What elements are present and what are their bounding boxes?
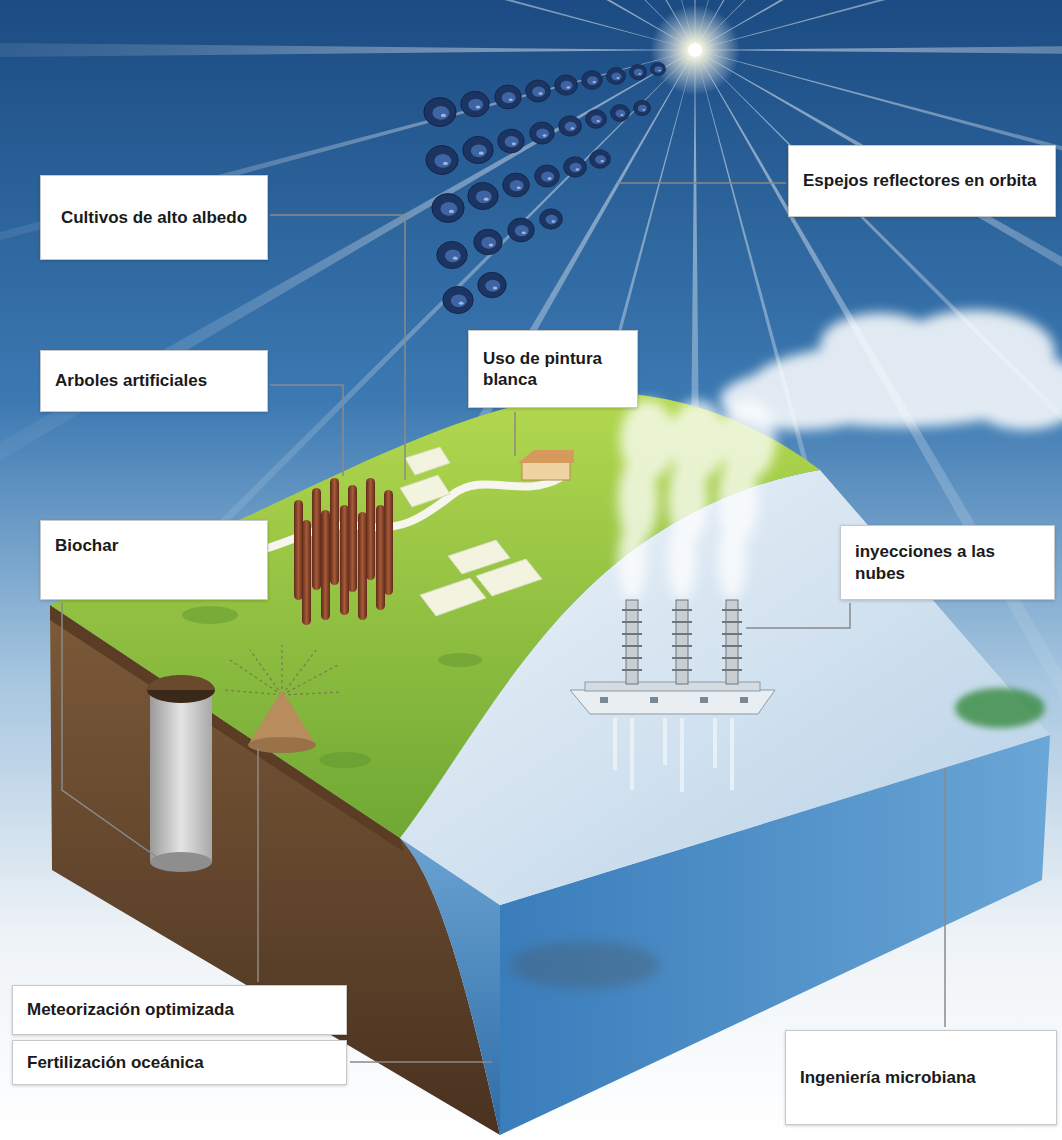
label-text: Uso de pintura blanca bbox=[483, 348, 623, 391]
artificial-trees bbox=[294, 478, 393, 625]
spray-ship bbox=[570, 600, 775, 792]
high-albedo-fields bbox=[400, 447, 542, 616]
label-box: Arboles artificiales bbox=[40, 350, 268, 412]
label-text: Ingeniería microbiana bbox=[800, 1067, 1042, 1088]
label-text: Biochar bbox=[55, 535, 253, 556]
house bbox=[518, 450, 574, 480]
label-box: Espejos reflectores en orbita bbox=[788, 145, 1056, 217]
label-box: Biochar bbox=[40, 520, 268, 600]
label-text: Espejos reflectores en orbita bbox=[803, 170, 1041, 191]
leader-lines bbox=[62, 183, 945, 1062]
label-box: Fertilización oceánica bbox=[12, 1040, 347, 1085]
microbial-bloom bbox=[955, 688, 1045, 728]
biochar-pit bbox=[147, 675, 215, 872]
label-text: inyecciones a las nubes bbox=[855, 541, 1040, 584]
label-box: Uso de pintura blanca bbox=[468, 330, 638, 408]
label-box: Meteorización optimizada bbox=[12, 985, 347, 1035]
label-box: Cultivos de alto albedo bbox=[40, 175, 268, 260]
cloud bbox=[720, 310, 1062, 430]
grass-patch bbox=[438, 653, 482, 667]
grass-patch bbox=[319, 752, 371, 768]
grass-patch bbox=[182, 606, 238, 624]
label-text: Fertilización oceánica bbox=[27, 1052, 332, 1073]
label-box: inyecciones a las nubes bbox=[840, 525, 1055, 600]
ocean-fertilization-patch bbox=[510, 941, 660, 989]
road bbox=[240, 478, 560, 556]
label-text: Cultivos de alto albedo bbox=[55, 207, 253, 228]
weathering-pile bbox=[225, 645, 342, 753]
sun-glow bbox=[650, 5, 740, 95]
sun bbox=[688, 43, 702, 57]
label-text: Meteorización optimizada bbox=[27, 999, 332, 1020]
label-text: Arboles artificiales bbox=[55, 370, 253, 391]
spray-plumes bbox=[618, 400, 776, 600]
orbital-mirrors bbox=[424, 62, 666, 313]
label-box: Ingeniería microbiana bbox=[785, 1030, 1057, 1125]
